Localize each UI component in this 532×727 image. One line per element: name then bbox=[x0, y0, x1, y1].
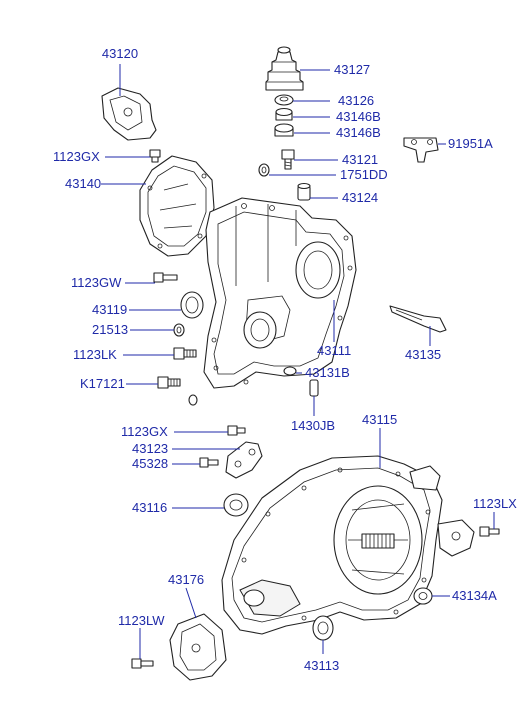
part-label-43124: 43124 bbox=[342, 190, 378, 205]
part-label-1123GX-top: 1123GX bbox=[53, 149, 100, 164]
cover-43140-drawing bbox=[139, 155, 215, 257]
part-label-43116: 43116 bbox=[132, 500, 167, 515]
part-label-43113: 43113 bbox=[304, 658, 339, 673]
part-label-1430JB: 1430JB bbox=[291, 418, 335, 433]
part-label-43176: 43176 bbox=[168, 572, 204, 587]
bolt-1123GW-drawing bbox=[153, 272, 178, 283]
bolt-45328-drawing bbox=[199, 457, 219, 468]
part-label-43134A: 43134A bbox=[452, 588, 497, 603]
part-label-45328: 45328 bbox=[132, 456, 168, 471]
part-label-43131B: 43131B bbox=[305, 365, 350, 380]
part-label-43123: 43123 bbox=[132, 441, 168, 456]
washer-1751DD-drawing bbox=[258, 163, 270, 177]
bolt-K17121-drawing bbox=[157, 376, 181, 389]
seal-43119-drawing bbox=[180, 291, 204, 319]
seal-43116-drawing bbox=[223, 493, 249, 517]
part-label-1123LX: 1123LX bbox=[473, 496, 517, 511]
bracket-43120-drawing bbox=[101, 87, 157, 141]
part-label-43146B-a: 43146B bbox=[336, 109, 381, 124]
part-label-1123GW: 1123GW bbox=[71, 275, 122, 290]
part-label-1123GX-lower: 1123GX bbox=[121, 424, 168, 439]
leader-lines bbox=[101, 64, 495, 659]
bracket-1123LX-drawing bbox=[437, 519, 500, 557]
part-label-91951A: 91951A bbox=[448, 136, 493, 151]
dipstick-43135-drawing bbox=[389, 305, 447, 333]
part-labels: 43120 43127 43126 43146B 43146B 91951A 1… bbox=[53, 46, 517, 673]
nut-21513-drawing bbox=[173, 323, 185, 337]
bolt-1123LK-drawing bbox=[173, 347, 197, 360]
case-43111-drawing bbox=[203, 197, 357, 389]
part-label-43127: 43127 bbox=[334, 62, 370, 77]
seal-43113-drawing bbox=[312, 615, 334, 641]
part-label-43140: 43140 bbox=[65, 176, 101, 191]
part-label-1751DD: 1751DD bbox=[340, 167, 388, 182]
part-label-43135: 43135 bbox=[405, 347, 441, 362]
bracket-43123-drawing bbox=[225, 441, 263, 479]
part-label-43146B-b: 43146B bbox=[336, 125, 381, 140]
boot-43127-drawing bbox=[265, 46, 304, 91]
leader-43176 bbox=[185, 587, 197, 619]
bolt-43121-drawing bbox=[281, 149, 295, 170]
part-label-K17121: K17121 bbox=[80, 376, 125, 391]
part-label-43119: 43119 bbox=[92, 302, 127, 317]
washer-small-drawing bbox=[188, 394, 198, 406]
oring-43131B-drawing bbox=[283, 366, 297, 376]
pin-1430JB-drawing bbox=[309, 379, 319, 397]
part-label-43121: 43121 bbox=[342, 152, 378, 167]
part-label-21513: 21513 bbox=[92, 322, 128, 337]
part-label-1123LK: 1123LK bbox=[73, 347, 117, 362]
bushings-43126-43146B-drawing bbox=[274, 94, 294, 137]
housing-43115-drawing bbox=[221, 455, 443, 635]
seal-43134A-drawing bbox=[413, 587, 433, 605]
part-label-43111: 43111 bbox=[317, 343, 351, 358]
part-label-43126: 43126 bbox=[338, 93, 374, 108]
plug-43124-drawing bbox=[297, 182, 311, 201]
part-label-1123LW: 1123LW bbox=[118, 613, 165, 628]
bracket-43176-drawing bbox=[169, 613, 227, 681]
part-label-43115: 43115 bbox=[362, 412, 397, 427]
bolt-1123LW-drawing bbox=[131, 658, 154, 669]
bracket-91951A-drawing bbox=[403, 137, 439, 163]
bolt-1123GX-lower-drawing bbox=[227, 425, 246, 436]
bolt-1123GX-top-drawing bbox=[149, 149, 161, 163]
part-label-43120: 43120 bbox=[102, 46, 138, 61]
